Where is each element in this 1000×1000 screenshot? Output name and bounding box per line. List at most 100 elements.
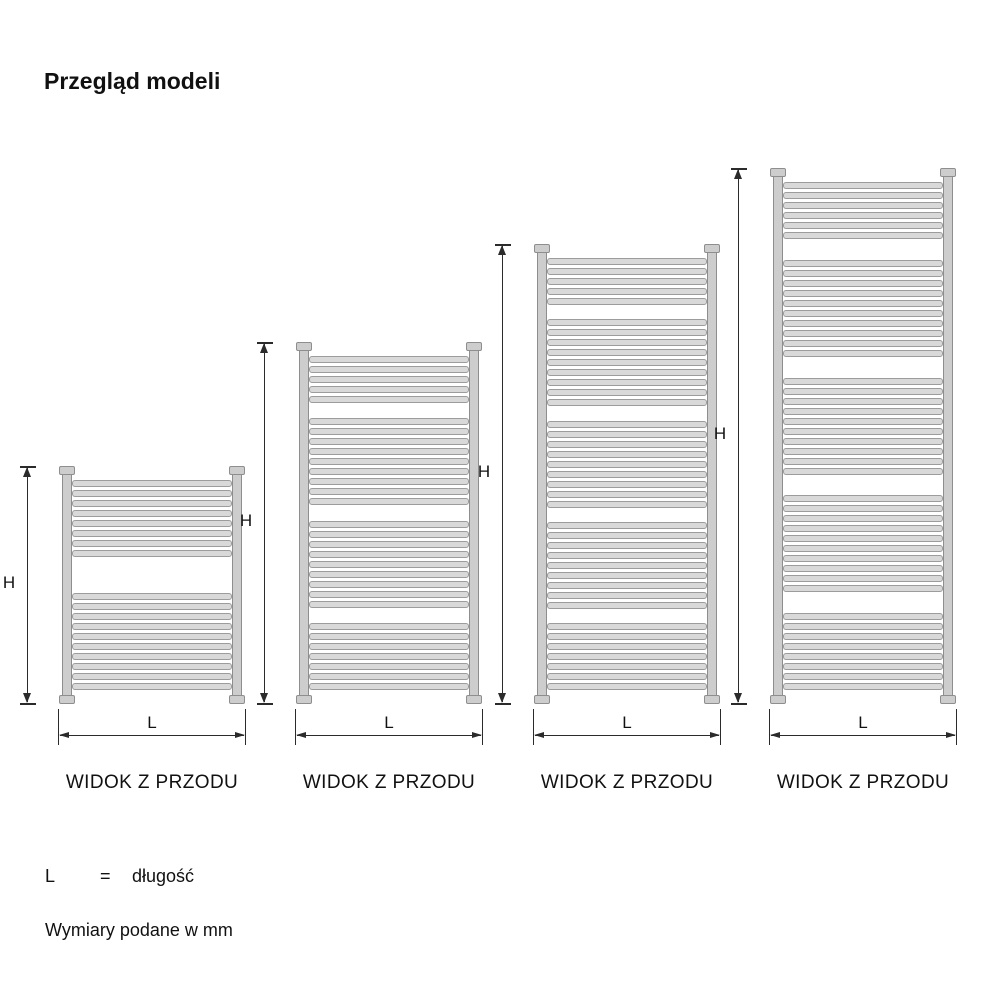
dim-arrow-left-icon: [534, 732, 544, 738]
radiator-tube: [309, 488, 469, 496]
length-dimension-label: L: [858, 713, 868, 732]
dim-arrow-down-icon: [23, 693, 31, 703]
radiator-tube: [547, 623, 707, 630]
dim-tick-bottom: [731, 703, 747, 705]
radiator-tube: [72, 540, 232, 547]
radiator-tube: [72, 643, 232, 650]
tube-group-5: [547, 623, 707, 690]
dim-arrow-right-icon: [710, 732, 720, 738]
dim-extension-left: [295, 709, 296, 745]
dim-extension-left: [769, 709, 770, 745]
radiator-tube: [783, 613, 943, 620]
radiator-tube: [783, 319, 943, 327]
radiator-tube: [547, 541, 707, 549]
dim-line-vertical: [738, 170, 739, 702]
radiator-tube: [547, 521, 707, 529]
radiator-tube: [72, 510, 232, 517]
tube-area: [309, 356, 469, 690]
radiator-tube: [783, 585, 943, 593]
radiator-tube: [783, 202, 943, 209]
rail-cap: [770, 168, 786, 177]
radiator-tube: [309, 386, 469, 393]
radiator-tube: [547, 601, 707, 609]
dim-arrow-right-icon: [946, 732, 956, 738]
radiator-tube: [783, 457, 943, 465]
dim-line-horizontal: [60, 735, 244, 736]
radiator-tube: [547, 571, 707, 579]
radiator-tube: [547, 490, 707, 498]
dim-tick-bottom: [257, 703, 273, 705]
radiator-tube: [783, 447, 943, 455]
radiator-tube: [309, 448, 469, 456]
height-dimension-label: H: [713, 424, 727, 443]
radiator-tube: [783, 289, 943, 297]
radiator-tube: [547, 369, 707, 377]
radiator-tube: [309, 590, 469, 598]
radiator-tube: [783, 427, 943, 435]
radiator-tube: [783, 643, 943, 650]
radiator-tube: [547, 420, 707, 428]
rail-cap: [296, 342, 312, 351]
radiator-tube: [783, 377, 943, 385]
height-dimension: H: [463, 234, 763, 804]
radiator-tube: [547, 319, 707, 327]
radiator-tube: [309, 662, 469, 670]
radiator-tube: [309, 550, 469, 558]
radiator-tube: [547, 591, 707, 599]
radiator-tube: [783, 437, 943, 445]
radiator-tube: [72, 663, 232, 670]
radiator-tube: [72, 613, 232, 620]
radiator-tube: [72, 673, 232, 680]
rail-cap: [466, 342, 482, 351]
radiator-tube: [783, 417, 943, 425]
radiator-tube: [547, 480, 707, 488]
height-dimension-label: H: [239, 511, 253, 530]
radiator-tube: [547, 561, 707, 569]
dim-arrow-left-icon: [770, 732, 780, 738]
radiator-tube: [309, 530, 469, 538]
radiator-tube: [309, 498, 469, 506]
radiator-tube: [783, 192, 943, 199]
radiator-tube: [309, 396, 469, 403]
length-dimension: L: [699, 158, 999, 804]
legend-equals: =: [100, 866, 111, 886]
radiator-tube: [783, 505, 943, 513]
radiator-tube: [547, 298, 707, 305]
radiator-tube: [783, 633, 943, 640]
rail-cap: [770, 695, 786, 704]
radiator-tube: [783, 397, 943, 405]
radiator-body: [769, 168, 957, 704]
radiator-tube: [783, 515, 943, 523]
radiator-tube: [72, 633, 232, 640]
radiator-tube: [309, 540, 469, 548]
radiator-tube: [309, 478, 469, 486]
radiator-tube: [783, 683, 943, 690]
radiator-tube: [309, 560, 469, 568]
dim-arrow-up-icon: [498, 245, 506, 255]
dim-extension-left: [58, 709, 59, 745]
radiator-tube: [547, 440, 707, 448]
radiator-tube: [309, 642, 469, 650]
radiator-body: [58, 466, 246, 704]
tube-group-3: [309, 520, 469, 608]
radiator-tube: [547, 379, 707, 387]
dim-arrow-right-icon: [472, 732, 482, 738]
tube-group-2: [309, 418, 469, 506]
tube-area: [72, 480, 232, 690]
tube-area: [547, 258, 707, 690]
length-dimension-label: L: [384, 713, 394, 732]
radiator-tube: [309, 356, 469, 363]
radiator-tube: [309, 468, 469, 476]
radiator-tube: [783, 495, 943, 503]
radiator-tube: [783, 259, 943, 267]
view-label: WIDOK Z PRZODU: [540, 772, 714, 793]
radiator-tube: [72, 500, 232, 507]
radiator-tube: [547, 268, 707, 275]
length-dimension-label: L: [147, 713, 157, 732]
radiator-tube: [783, 545, 943, 553]
dim-line-vertical: [264, 344, 265, 702]
